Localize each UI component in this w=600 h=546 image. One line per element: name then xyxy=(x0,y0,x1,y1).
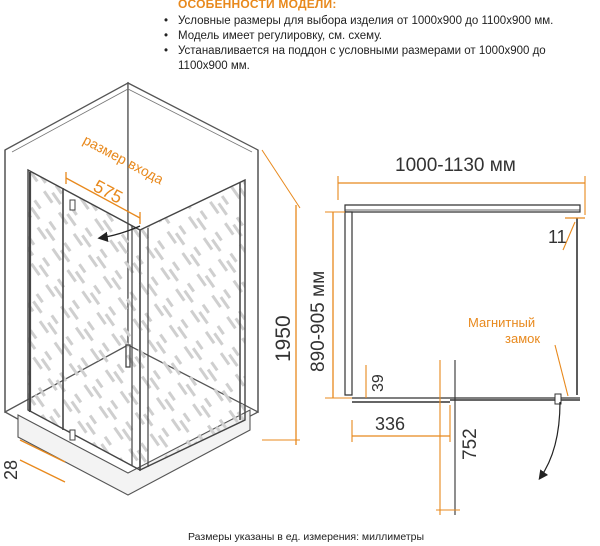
door-swing-value: 752 xyxy=(460,428,481,460)
feature-item: Устанавливается на поддон с условными ра… xyxy=(150,44,595,74)
hinge-bottom xyxy=(69,429,76,441)
door-handle xyxy=(125,344,131,368)
feature-item: Условные размеры для выбора изделия от 1… xyxy=(150,14,595,29)
wall-top xyxy=(344,204,581,213)
perspective-view: размер входа 575 1950 28 xyxy=(1,81,301,496)
magnetic-lock xyxy=(554,393,562,405)
plan-view: 1000-1130 мм 11 890-905 мм 39 336 xyxy=(308,155,586,515)
swing-arc xyxy=(538,401,561,480)
lock-label-line1: Магнитный xyxy=(468,315,535,330)
offset-side-value: 39 xyxy=(370,374,387,392)
fixed-panel-value: 336 xyxy=(375,414,405,434)
hinge-top xyxy=(69,199,76,211)
shower-tray xyxy=(17,409,251,496)
lock-label-line2: замок xyxy=(505,331,540,346)
offset-top-value: 11 xyxy=(548,227,567,247)
side-glass-panel xyxy=(139,178,246,472)
feature-item: Модель имеет регулировку, см. схему. xyxy=(150,29,595,44)
depth-range-value: 890-905 мм xyxy=(308,271,329,372)
features-title: ОСОБЕННОСТИ МОДЕЛИ: xyxy=(178,0,337,11)
height-value: 1950 xyxy=(272,315,295,362)
units-footnote: Размеры указаны в ед. измерения: миллиме… xyxy=(188,531,425,543)
tray-height-value: 28 xyxy=(1,460,21,480)
features-list: Условные размеры для выбора изделия от 1… xyxy=(150,14,595,74)
wall-left xyxy=(344,211,353,396)
width-range-value: 1000-1130 мм xyxy=(395,155,516,176)
